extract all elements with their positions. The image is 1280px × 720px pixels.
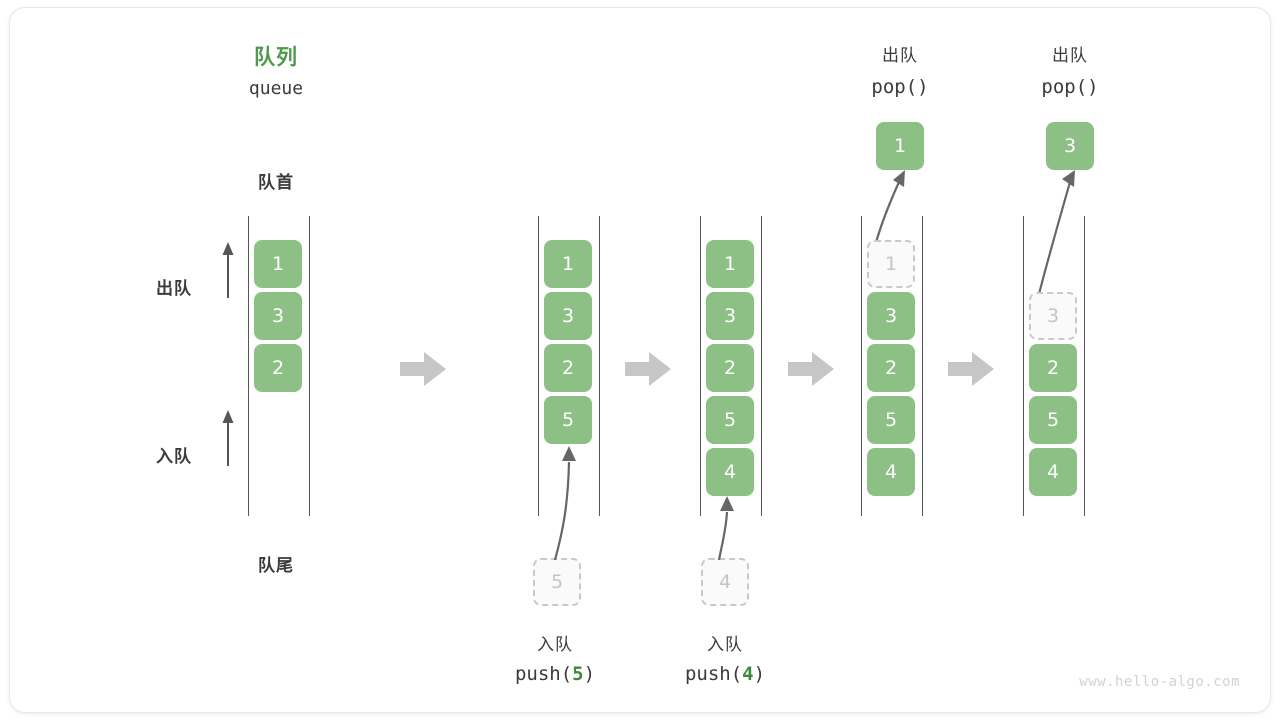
queue-cell: 2 xyxy=(1029,344,1077,392)
popped-value-cell: 3 xyxy=(1046,122,1094,170)
pop-header-cn: 出队 xyxy=(882,46,918,66)
enqueue-direction-label: 入队 xyxy=(156,447,192,467)
queue-cell: 5 xyxy=(1029,396,1077,444)
queue-cell-ghost: 3 xyxy=(1029,292,1077,340)
queue-cell: 2 xyxy=(544,344,592,392)
flow-arrow-icon xyxy=(625,352,671,386)
push-code-arg: 4 xyxy=(742,663,754,685)
push-code-suffix: ) xyxy=(583,663,596,685)
queue-cell: 4 xyxy=(706,448,754,496)
queue-cell: 1 xyxy=(706,240,754,288)
queue-cell: 1 xyxy=(544,240,592,288)
push-code-prefix: push( xyxy=(684,663,743,685)
rear-label: 队尾 xyxy=(258,556,294,576)
queue-cell: 4 xyxy=(867,448,915,496)
queue-rail-left-1 xyxy=(248,216,249,516)
queue-rail-right-1 xyxy=(309,216,310,516)
queue-cell-ghost: 1 xyxy=(867,240,915,288)
queue-cell: 2 xyxy=(706,344,754,392)
push-code-arg: 5 xyxy=(572,663,584,685)
popped-value-cell: 1 xyxy=(876,122,924,170)
queue-rail-right-2 xyxy=(599,216,600,516)
queue-cell: 3 xyxy=(867,292,915,340)
front-label: 队首 xyxy=(258,173,294,193)
push-motion-arrow-icon xyxy=(717,496,734,561)
flow-arrow-icon xyxy=(788,352,834,386)
queue-cell: 3 xyxy=(254,292,302,340)
push-code-prefix: push( xyxy=(514,663,573,685)
queue-cell: 1 xyxy=(254,240,302,288)
pop-motion-arrow-icon xyxy=(873,170,905,247)
queue-rail-left-3 xyxy=(700,216,701,516)
queue-cell: 4 xyxy=(1029,448,1077,496)
pop-header-code: pop() xyxy=(1041,76,1099,98)
queue-cell: 3 xyxy=(706,292,754,340)
queue-cell: 3 xyxy=(544,292,592,340)
push-caption-code: push(4) xyxy=(650,663,800,685)
flow-arrow-icon xyxy=(400,352,446,386)
queue-rail-left-5 xyxy=(1023,216,1024,516)
queue-rail-right-5 xyxy=(1084,216,1085,516)
queue-rail-left-4 xyxy=(861,216,862,516)
dequeue-direction-arrow-icon xyxy=(222,242,234,298)
push-caption-cn: 入队 xyxy=(707,635,743,655)
queue-rail-right-4 xyxy=(922,216,923,516)
queue-cell: 5 xyxy=(544,396,592,444)
incoming-ghost-cell: 4 xyxy=(701,558,749,606)
queue-cell: 2 xyxy=(867,344,915,392)
push-caption-code: push(5) xyxy=(480,663,630,685)
incoming-ghost-cell: 5 xyxy=(533,558,581,606)
queue-rail-left-2 xyxy=(538,216,539,516)
dequeue-direction-label: 出队 xyxy=(156,279,192,299)
push-code-suffix: ) xyxy=(753,663,766,685)
push-caption-cn: 入队 xyxy=(537,635,573,655)
pop-motion-arrow-icon xyxy=(1036,170,1075,299)
queue-title-cn: 队列 xyxy=(254,45,298,69)
pop-header-code: pop() xyxy=(871,76,929,98)
pop-header-cn: 出队 xyxy=(1052,46,1088,66)
queue-rail-right-3 xyxy=(761,216,762,516)
queue-cell: 5 xyxy=(867,396,915,444)
queue-cell: 5 xyxy=(706,396,754,444)
enqueue-direction-arrow-icon xyxy=(222,410,234,466)
flow-arrow-icon xyxy=(948,352,994,386)
watermark: www.hello-algo.com xyxy=(1079,674,1240,690)
queue-cell: 2 xyxy=(254,344,302,392)
push-motion-arrow-icon xyxy=(553,446,576,561)
diagram-frame: 队列 queue 队首 队尾 出队 入队 1 3 2 1 3 2 xyxy=(9,7,1271,713)
queue-title-en: queue xyxy=(248,78,304,99)
